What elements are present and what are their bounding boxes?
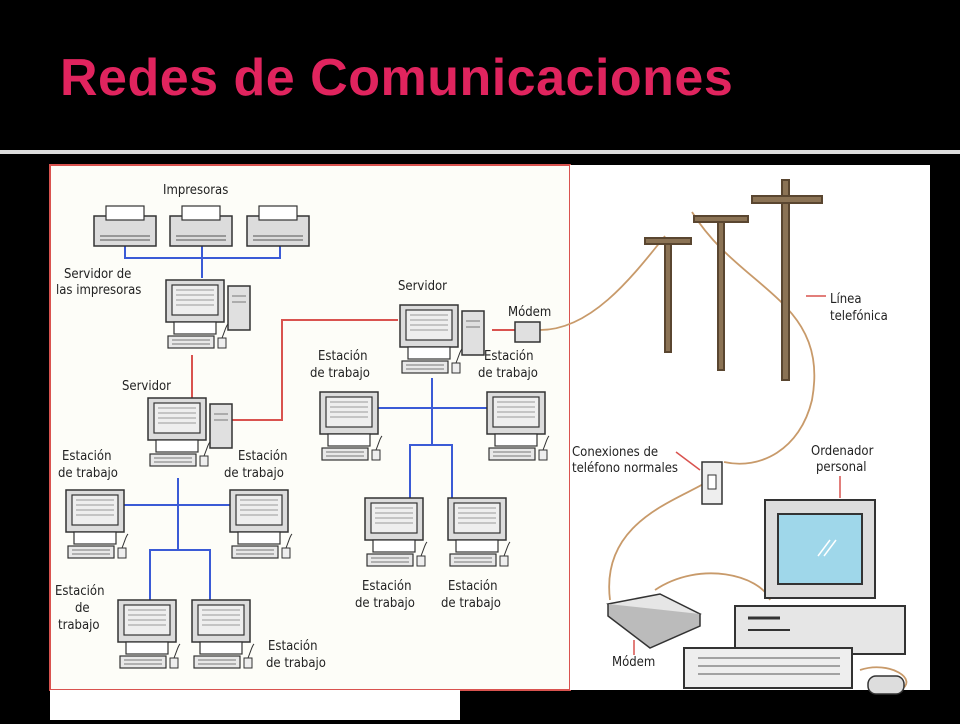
- label-estacion: Estación: [484, 349, 533, 364]
- label-estacion: Estación: [318, 349, 367, 364]
- workstation-icon: [447, 497, 511, 567]
- label-de-trabajo: de trabajo: [441, 596, 501, 611]
- modem-icon: [514, 321, 541, 343]
- workstation-icon: [486, 391, 550, 461]
- label-de-trabajo: de trabajo: [310, 366, 370, 381]
- label-servidor-impresoras-1: Servidor de: [64, 267, 131, 282]
- label-estacion: Estación: [362, 579, 411, 594]
- label-ordenador-2: personal: [816, 460, 867, 475]
- label-estacion: Estación: [62, 449, 111, 464]
- label-modem-bottom: Módem: [612, 655, 655, 670]
- label-conexiones-1: Conexiones de: [572, 445, 658, 460]
- label-de-trabajo: de trabajo: [355, 596, 415, 611]
- label-trabajo: trabajo: [58, 618, 100, 633]
- label-linea-1: Línea: [830, 292, 862, 307]
- label-de: de: [75, 601, 90, 616]
- label-estacion: Estación: [448, 579, 497, 594]
- telephone-pole-icon: [644, 179, 823, 381]
- label-servidor-impresoras-2: las impresoras: [56, 283, 141, 298]
- slide-title: Redes de Comunicaciones: [60, 49, 734, 107]
- workstation-icon: [191, 599, 255, 669]
- title-bar: Redes de Comunicaciones: [0, 0, 960, 150]
- label-conexiones-2: teléfono normales: [572, 461, 678, 476]
- label-modem-top: Módem: [508, 305, 551, 320]
- network-diagram: Impresoras Servidor de las impresoras Se…: [0, 154, 960, 720]
- title-divider: [0, 150, 960, 154]
- workstation-icon: [65, 489, 129, 559]
- label-leaders: [633, 295, 841, 655]
- label-impresoras: Impresoras: [163, 183, 228, 198]
- label-de-trabajo: de trabajo: [266, 656, 326, 671]
- workstation-icon: [319, 391, 383, 461]
- label-servidor-right: Servidor: [398, 279, 447, 294]
- external-modem-icon: [606, 593, 702, 649]
- label-de-trabajo: de trabajo: [478, 366, 538, 381]
- label-de-trabajo: de trabajo: [224, 466, 284, 481]
- workstation-icon: [364, 497, 428, 567]
- diagram-canvas: Impresoras Servidor de las impresoras Se…: [49, 164, 930, 720]
- label-estacion: Estación: [55, 584, 104, 599]
- personal-computer-icon: [683, 499, 906, 695]
- label-ordenador-1: Ordenador: [811, 444, 874, 459]
- workstation-icon: [229, 489, 293, 559]
- label-servidor-left: Servidor: [122, 379, 171, 394]
- label-estacion: Estación: [238, 449, 287, 464]
- label-estacion: Estación: [268, 639, 317, 654]
- server-to-server-link: [226, 319, 398, 421]
- label-de-trabajo: de trabajo: [58, 466, 118, 481]
- workstation-icon: [117, 599, 181, 669]
- label-linea-2: telefónica: [830, 309, 888, 324]
